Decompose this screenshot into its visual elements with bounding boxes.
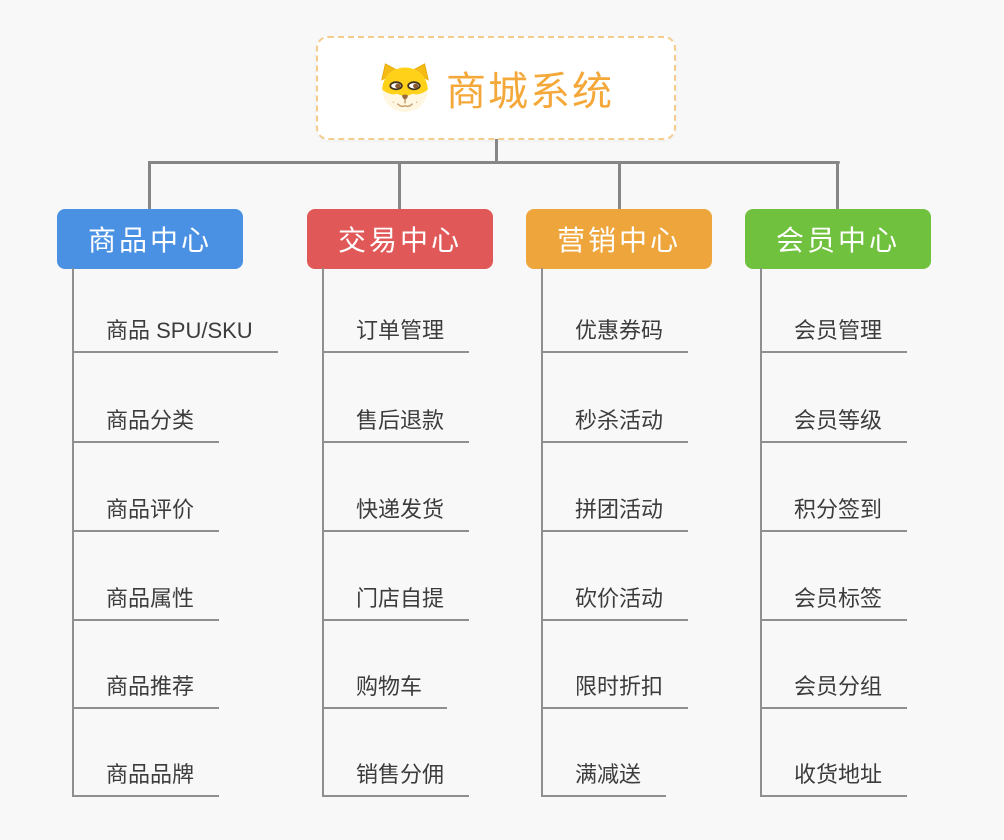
leaf-node[interactable]: 商品分类 bbox=[72, 401, 220, 443]
leaf-node[interactable]: 收货地址 bbox=[760, 755, 908, 797]
leaf-node[interactable]: 会员分组 bbox=[760, 667, 908, 709]
root-title: 商城系统 bbox=[446, 70, 614, 114]
leaf-node[interactable]: 积分签到 bbox=[760, 490, 908, 532]
branch-spine-1 bbox=[72, 268, 74, 797]
leaf-node[interactable]: 限时折扣 bbox=[541, 667, 689, 709]
leaf-node[interactable]: 满减送 bbox=[541, 755, 667, 797]
branch-node-product-center[interactable]: 商品中心 bbox=[57, 209, 243, 269]
leaf-node[interactable]: 砍价活动 bbox=[541, 579, 689, 621]
leaf-node[interactable]: 商品属性 bbox=[72, 579, 220, 621]
connector-horizontal bbox=[149, 161, 840, 164]
leaf-node[interactable]: 快递发货 bbox=[322, 490, 470, 532]
branch-node-marketing-center[interactable]: 营销中心 bbox=[526, 209, 712, 269]
leaf-node[interactable]: 门店自提 bbox=[322, 579, 470, 621]
leaf-node[interactable]: 商品评价 bbox=[72, 490, 220, 532]
connector-root-stub bbox=[495, 139, 498, 163]
leaf-node[interactable]: 会员等级 bbox=[760, 401, 908, 443]
branch-spine-3 bbox=[541, 268, 543, 797]
branch-node-member-center[interactable]: 会员中心 bbox=[745, 209, 931, 269]
leaf-node[interactable]: 拼团活动 bbox=[541, 490, 689, 532]
connector-stub-branch-3 bbox=[618, 161, 621, 210]
leaf-node[interactable]: 购物车 bbox=[322, 667, 448, 709]
leaf-node[interactable]: 商品 SPU/SKU bbox=[72, 311, 278, 353]
leaf-node[interactable]: 销售分佣 bbox=[322, 755, 470, 797]
leaf-node[interactable]: 优惠券码 bbox=[541, 311, 689, 353]
leaf-node[interactable]: 商品推荐 bbox=[72, 667, 220, 709]
connector-stub-branch-2 bbox=[398, 161, 401, 210]
dog-face-icon bbox=[381, 63, 429, 113]
leaf-node[interactable]: 订单管理 bbox=[322, 311, 470, 353]
leaf-node[interactable]: 售后退款 bbox=[322, 401, 470, 443]
leaf-node[interactable]: 会员管理 bbox=[760, 311, 908, 353]
branch-spine-4 bbox=[760, 268, 762, 797]
connector-stub-branch-4 bbox=[836, 161, 839, 210]
root-node[interactable]: 商城系统 bbox=[316, 36, 676, 140]
leaf-node[interactable]: 商品品牌 bbox=[72, 755, 220, 797]
leaf-node[interactable]: 会员标签 bbox=[760, 579, 908, 621]
connector-stub-branch-1 bbox=[148, 161, 151, 210]
branch-spine-2 bbox=[322, 268, 324, 797]
leaf-node[interactable]: 秒杀活动 bbox=[541, 401, 689, 443]
branch-node-trade-center[interactable]: 交易中心 bbox=[307, 209, 493, 269]
